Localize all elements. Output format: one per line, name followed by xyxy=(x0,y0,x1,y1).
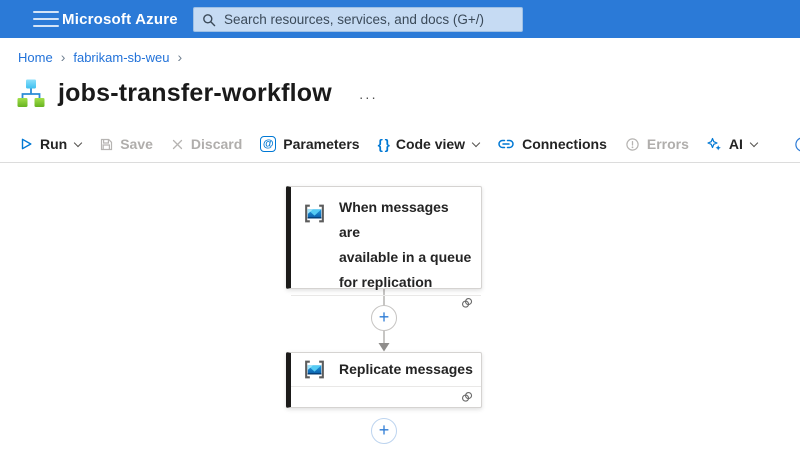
action-card-title: Replicate messages xyxy=(339,361,473,377)
error-circle-icon xyxy=(625,137,640,152)
header-divider xyxy=(0,162,800,163)
save-button[interactable]: Save xyxy=(90,128,162,160)
page-title: jobs-transfer-workflow xyxy=(58,78,332,107)
connection-reference-icon[interactable] xyxy=(460,296,474,310)
brand-title[interactable]: Microsoft Azure xyxy=(62,10,178,28)
connections-button[interactable]: Connections xyxy=(488,128,616,160)
play-icon xyxy=(19,137,33,151)
hamburger-menu-icon[interactable] xyxy=(33,11,59,27)
chevron-down-icon xyxy=(471,138,481,147)
service-bus-icon xyxy=(301,357,327,383)
add-action-button[interactable]: + xyxy=(371,418,397,444)
trigger-card-title: When messages are available in a queue f… xyxy=(339,199,472,290)
info-icon xyxy=(795,137,800,151)
logic-app-workflow-icon xyxy=(17,79,45,107)
run-button[interactable]: Run xyxy=(10,128,90,160)
more-options-icon[interactable]: ··· xyxy=(358,89,378,105)
search-input[interactable] xyxy=(224,12,514,27)
breadcrumb: Home › fabrikam-sb-weu › xyxy=(18,50,190,65)
action-card-footer xyxy=(291,386,481,407)
ai-button[interactable]: AI xyxy=(698,128,766,160)
breadcrumb-home-link[interactable]: Home xyxy=(18,50,53,65)
parameters-at-icon: @ xyxy=(260,136,277,152)
code-braces-icon: { } xyxy=(377,136,390,152)
code-view-button[interactable]: { } Code view xyxy=(369,128,489,160)
breadcrumb-namespace-link[interactable]: fabrikam-sb-weu xyxy=(73,50,170,65)
trigger-card[interactable]: When messages are available in a queue f… xyxy=(286,186,482,308)
connection-reference-icon[interactable] xyxy=(460,390,474,404)
parameters-button[interactable]: @ Parameters xyxy=(251,128,368,160)
link-icon xyxy=(497,138,515,150)
trigger-card-footer xyxy=(291,295,481,310)
azure-top-bar: Microsoft Azure xyxy=(0,0,800,38)
close-icon xyxy=(171,138,184,151)
designer-toolbar: Run Save Discard @ Parameters xyxy=(10,128,800,160)
chevron-down-icon xyxy=(749,138,759,147)
breadcrumb-separator-icon: › xyxy=(177,49,183,65)
search-icon xyxy=(203,13,216,26)
workflow-designer-canvas[interactable]: When messages are available in a queue f… xyxy=(0,163,800,450)
service-bus-icon xyxy=(301,200,327,226)
discard-button[interactable]: Discard xyxy=(162,128,251,160)
insert-step-button[interactable]: + xyxy=(371,305,397,331)
action-card[interactable]: Replicate messages xyxy=(286,352,482,408)
errors-button[interactable]: Errors xyxy=(616,128,698,160)
page-header: jobs-transfer-workflow ··· xyxy=(15,77,377,109)
info-button[interactable] xyxy=(786,136,800,153)
chevron-down-icon xyxy=(73,138,83,147)
save-icon xyxy=(99,137,113,151)
sparkle-icon xyxy=(707,137,722,152)
global-search-box xyxy=(193,7,523,32)
breadcrumb-separator-icon: › xyxy=(60,49,66,65)
